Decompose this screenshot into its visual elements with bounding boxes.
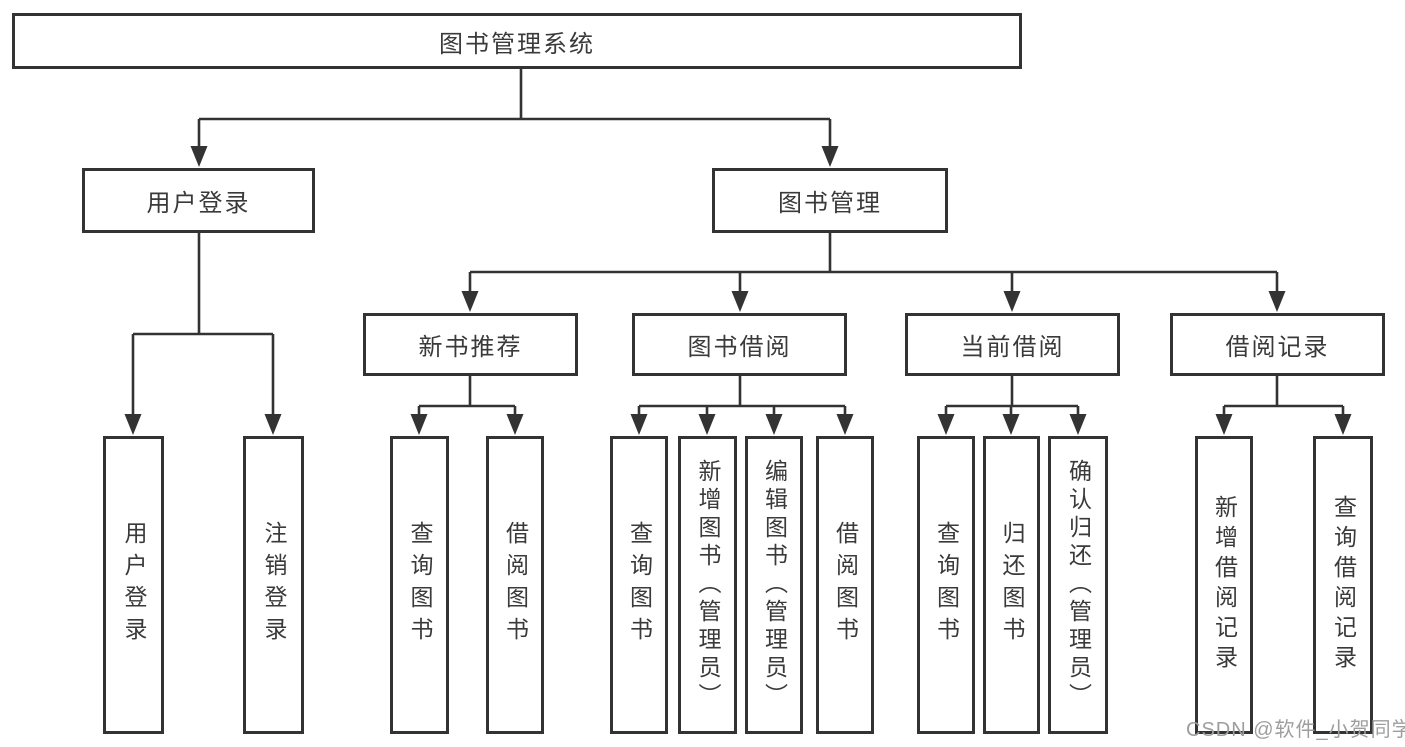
node-label: 归还图书: [999, 521, 1025, 649]
leaf-borrow-add-book-admin: 新增图书（管理员）: [678, 436, 737, 734]
leaf-borrow-query-books: 查询图书: [610, 436, 668, 734]
connector-newbook-to-leaves: [410, 375, 524, 435]
node-label: 借阅图书: [502, 521, 529, 649]
connector-userlogin-to-leaves: [124, 232, 282, 435]
node-label: 查询图书: [407, 521, 433, 649]
node-label: 编辑图书（管理员）: [761, 459, 788, 711]
node-user-login: 用户登录: [82, 168, 315, 233]
node-current-borrow: 当前借阅: [905, 313, 1120, 376]
node-book-management: 图书管理: [712, 168, 948, 233]
csdn-watermark: CSDN @软件_小贺同学: [1186, 719, 1405, 741]
leaf-logout: 注销登录: [243, 436, 304, 734]
leaf-current-query-books: 查询图书: [917, 436, 975, 734]
leaf-records-query-record: 查询借阅记录: [1313, 436, 1373, 734]
node-label: 借阅图书: [832, 521, 859, 649]
node-label: 图书借阅: [687, 334, 792, 361]
node-label: 查询借阅记录: [1330, 495, 1357, 675]
node-label: 新书推荐: [418, 334, 523, 361]
node-label: 注销登录: [261, 521, 287, 649]
node-label: 用户登录: [146, 190, 251, 217]
leaf-user-login: 用户登录: [103, 436, 164, 734]
leaf-borrow-borrow-books: 借阅图书: [816, 436, 874, 734]
node-library-management-system: 图书管理系统: [12, 13, 1022, 69]
leaf-current-return-books: 归还图书: [983, 436, 1040, 734]
connector-borrowrecords-to-leaves: [1215, 375, 1352, 435]
node-label: 确认归还（管理员）: [1065, 459, 1092, 711]
leaf-newbook-query-books: 查询图书: [390, 436, 449, 734]
node-label: 查询图书: [933, 521, 960, 649]
node-label: 当前借阅: [960, 334, 1065, 361]
node-label: 图书管理系统: [439, 30, 595, 58]
node-label: 查询图书: [626, 521, 653, 649]
node-borrow-records: 借阅记录: [1170, 313, 1385, 376]
node-label: 新增图书（管理员）: [695, 459, 721, 711]
connector-currentborrow-to-leaves: [937, 375, 1087, 435]
connector-root-to-level2: [190, 68, 839, 167]
node-label: 图书管理: [778, 190, 882, 217]
leaf-current-confirm-return-admin: 确认归还（管理员）: [1048, 436, 1108, 734]
leaf-records-add-record: 新增借阅记录: [1195, 436, 1253, 734]
node-book-borrow: 图书借阅: [632, 313, 847, 376]
leaf-newbook-borrow-books: 借阅图书: [486, 436, 544, 734]
node-label: 借阅记录: [1225, 334, 1330, 361]
leaf-borrow-edit-book-admin: 编辑图书（管理员）: [745, 436, 803, 734]
node-label: 新增借阅记录: [1211, 495, 1238, 675]
node-new-book-recommend: 新书推荐: [363, 313, 578, 376]
node-label: 用户登录: [121, 521, 147, 649]
connector-bookborrow-to-leaves: [630, 375, 854, 435]
connector-bookmgmt-to-level3: [461, 232, 1286, 312]
